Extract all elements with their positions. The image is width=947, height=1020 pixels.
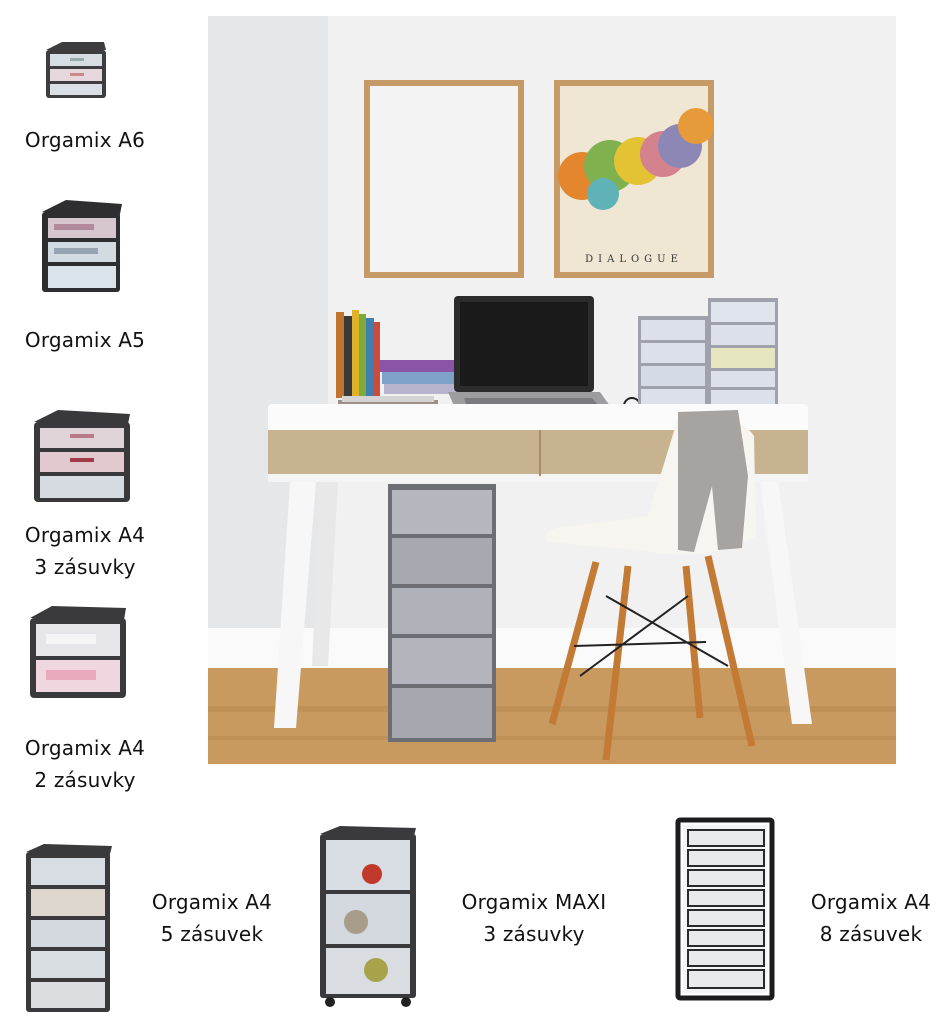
desk-scene-photo: DIALOGUE bbox=[208, 16, 896, 764]
product-name: Orgamix A5 bbox=[24, 328, 146, 352]
product-a4-5-image bbox=[24, 842, 116, 1014]
product-a6-label: Orgamix A6 bbox=[10, 124, 160, 156]
product-name: Orgamix A4 bbox=[24, 736, 146, 760]
product-sub: 3 zásuvky bbox=[483, 922, 585, 946]
product-maxi-3-label: Orgamix MAXI 3 zásuvky bbox=[444, 886, 624, 950]
product-a4-3-label: Orgamix A4 3 zásuvky bbox=[5, 519, 165, 583]
product-a4-2-label: Orgamix A4 2 zásuvky bbox=[5, 732, 165, 796]
product-sub: 5 zásuvek bbox=[160, 922, 264, 946]
product-a4-8-label: Orgamix A4 8 zásuvek bbox=[796, 886, 946, 950]
product-name: Orgamix A4 bbox=[810, 890, 932, 914]
product-a4-2-image bbox=[26, 604, 130, 700]
poster-text: DIALOGUE bbox=[585, 254, 683, 265]
product-a6-image bbox=[40, 40, 110, 102]
product-name: Orgamix A4 bbox=[151, 890, 273, 914]
product-sub: 2 zásuvky bbox=[34, 768, 136, 792]
product-a4-8-image bbox=[674, 816, 776, 1002]
product-name: Orgamix MAXI bbox=[461, 890, 607, 914]
product-a4-5-label: Orgamix A4 5 zásuvek bbox=[132, 886, 292, 950]
product-sub: 3 zásuvky bbox=[34, 555, 136, 579]
product-a5-image bbox=[40, 198, 124, 294]
product-name: Orgamix A4 bbox=[24, 523, 146, 547]
product-a4-3-image bbox=[30, 408, 134, 504]
product-sub: 8 zásuvek bbox=[819, 922, 923, 946]
product-a5-label: Orgamix A5 bbox=[10, 324, 160, 356]
product-maxi-3-image bbox=[316, 824, 422, 1010]
product-name: Orgamix A6 bbox=[24, 128, 146, 152]
